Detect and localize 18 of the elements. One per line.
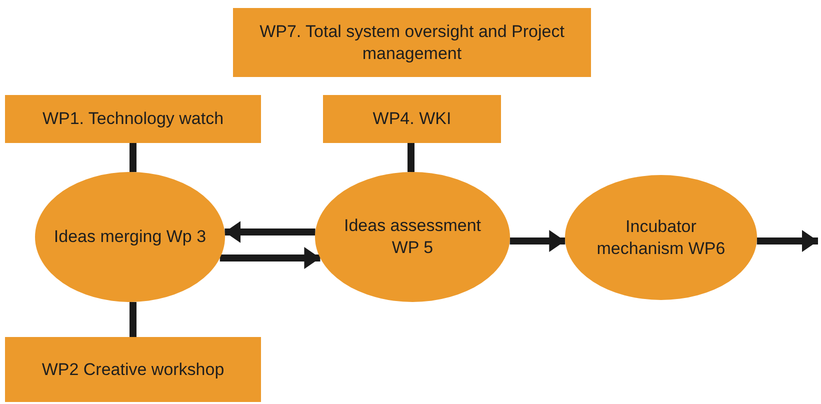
- process-box: [5, 95, 261, 143]
- process-box: [5, 337, 261, 402]
- connector-line: [408, 143, 414, 172]
- node-label: WP7. Total system oversight and Project management: [258, 20, 566, 64]
- node-label: WP4. WKI: [372, 108, 452, 130]
- node-label: Ideas assessment WP 5: [342, 215, 482, 259]
- process-box: [323, 95, 501, 143]
- node-label: WP1. Technology watch: [42, 108, 224, 130]
- node-label: Incubator mechanism WP6: [596, 216, 726, 260]
- node-label: WP2 Creative workshop: [42, 358, 224, 380]
- arrow: [220, 247, 320, 269]
- connector-line: [130, 143, 136, 172]
- process-box: [233, 8, 591, 77]
- arrow: [510, 230, 566, 252]
- arrow: [756, 230, 818, 252]
- connector-line: [130, 302, 136, 337]
- node-label: Ideas merging Wp 3: [54, 226, 206, 248]
- arrow: [224, 221, 316, 243]
